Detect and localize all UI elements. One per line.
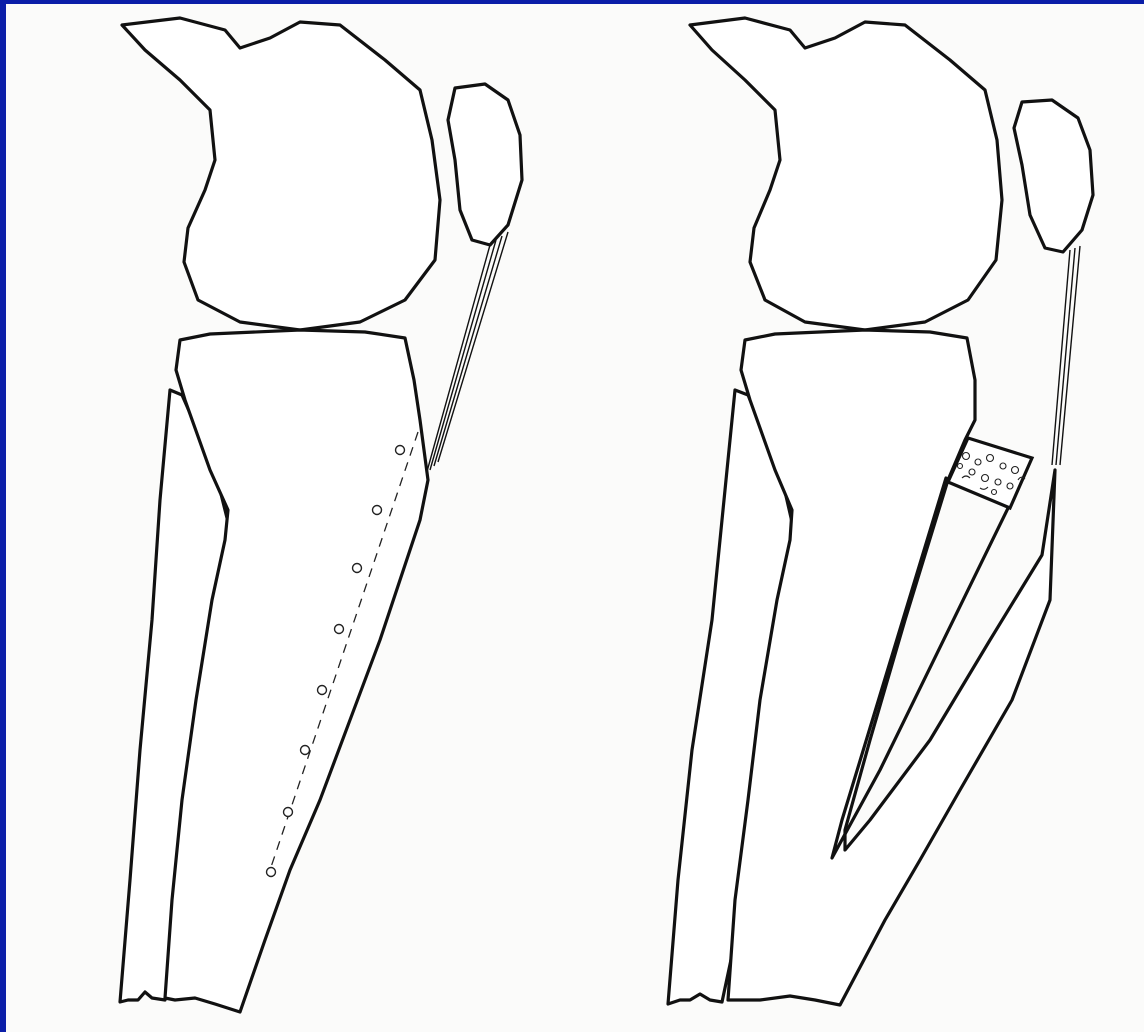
right-patella (1014, 100, 1093, 252)
drill-hole (301, 746, 310, 755)
drill-hole (353, 564, 362, 573)
drill-hole (267, 868, 276, 877)
right-knee-panel (668, 18, 1093, 1005)
left-tibia (165, 330, 428, 1012)
drawing-sheet (6, 4, 1144, 1032)
right-femur (690, 18, 1002, 330)
knee-diagram (6, 4, 1144, 1032)
right-tibia (728, 330, 1055, 1005)
left-knee-panel (120, 18, 522, 1012)
right-patellar-tendon (1052, 246, 1080, 465)
drill-hole (373, 506, 382, 515)
left-patellar-tendon (426, 232, 508, 475)
drill-hole (396, 446, 405, 455)
left-patella (448, 84, 522, 245)
drill-hole (335, 625, 344, 634)
left-femur (122, 18, 440, 330)
drill-hole (284, 808, 293, 817)
drill-hole (318, 686, 327, 695)
